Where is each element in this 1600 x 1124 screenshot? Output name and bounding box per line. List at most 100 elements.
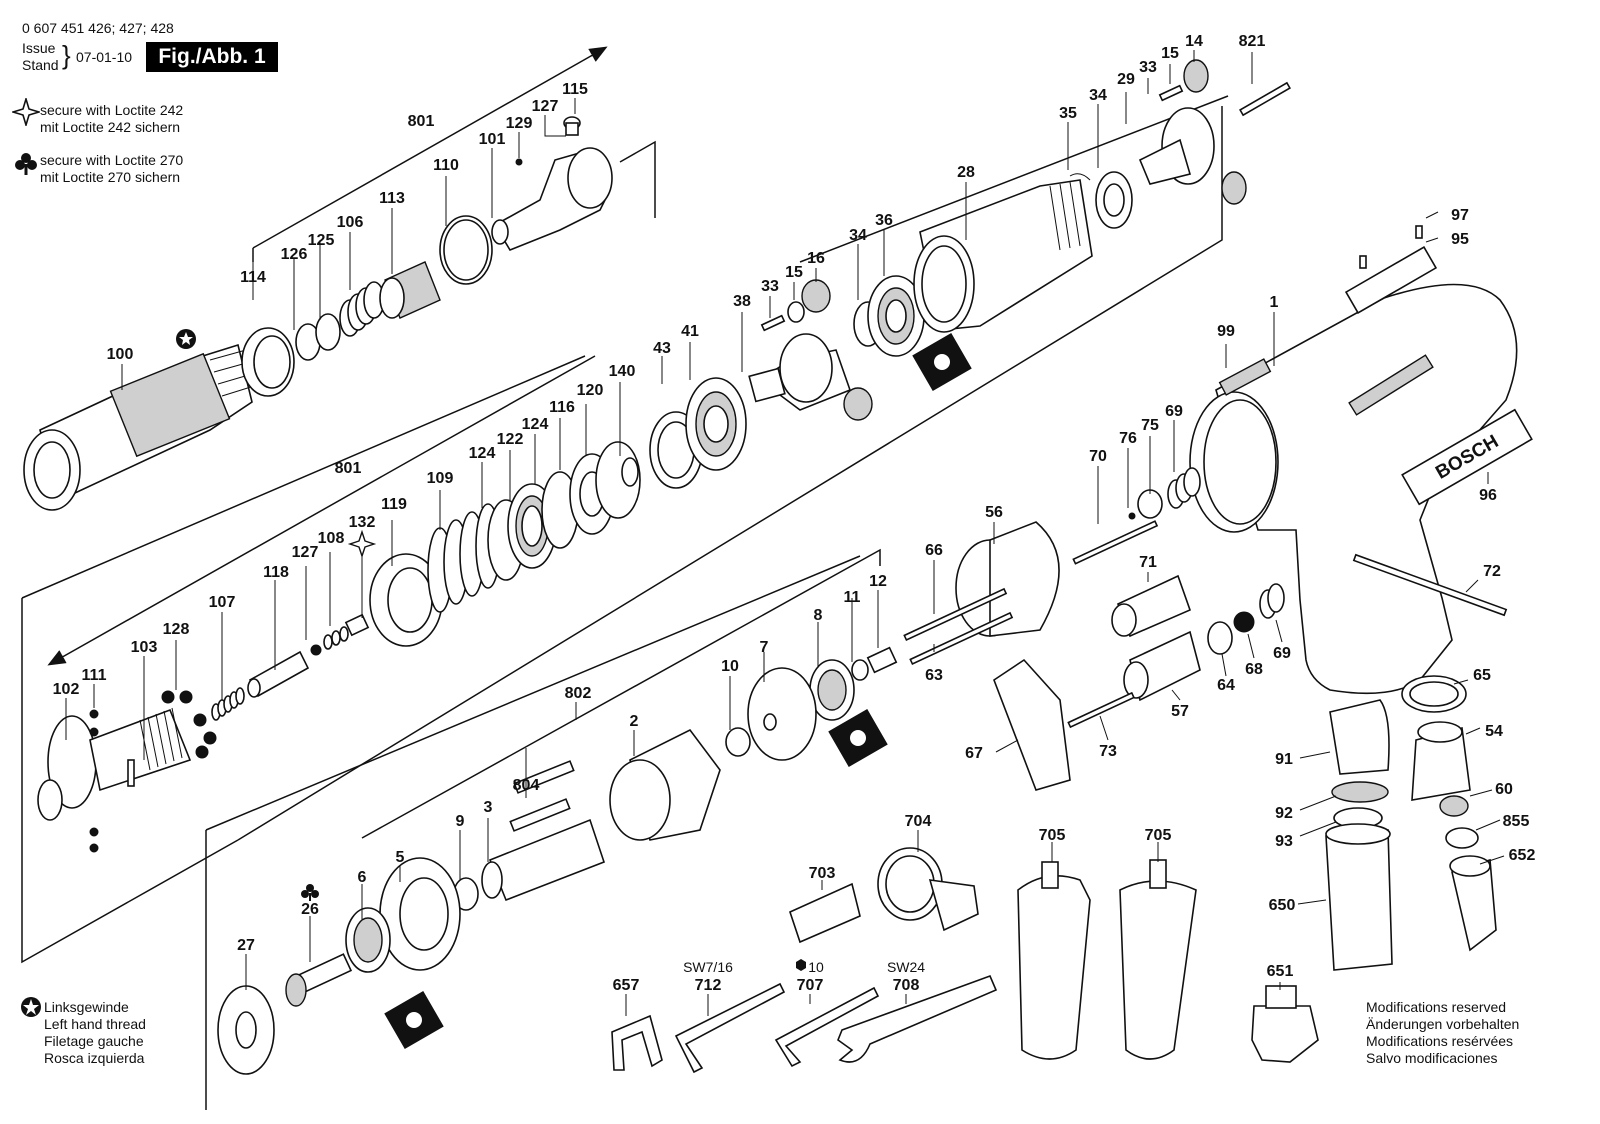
gear-15 xyxy=(787,301,805,323)
label-705b: 705 xyxy=(1145,827,1172,844)
label-92: 92 xyxy=(1275,805,1293,822)
label-821: 821 xyxy=(1239,33,1266,50)
star4-icon xyxy=(12,98,40,126)
legend-242-de: mit Loctite 242 sichern xyxy=(40,119,181,135)
label-10: 10 xyxy=(721,658,739,675)
screen-60 xyxy=(1439,795,1469,817)
left-thread-fr: Filetage gauche xyxy=(44,1033,144,1049)
carrier-29 xyxy=(1138,107,1215,185)
spindle-101 xyxy=(491,147,613,251)
label-101: 101 xyxy=(479,131,506,148)
sleeve-113 xyxy=(379,261,441,319)
label-129: 129 xyxy=(506,115,533,132)
label-33b: 33 xyxy=(1139,59,1157,76)
left-thread-star-icon xyxy=(21,997,41,1017)
label-110: 110 xyxy=(433,157,459,174)
spring-108 xyxy=(323,626,349,650)
label-69b: 69 xyxy=(1273,645,1291,662)
filter-92 xyxy=(1331,781,1389,803)
label-804: 804 xyxy=(513,777,540,794)
oring-65 xyxy=(1401,675,1467,713)
seal-icon-1 xyxy=(912,332,972,392)
legend-270-en: secure with Loctite 270 xyxy=(40,152,184,168)
label-124b: 124 xyxy=(469,445,496,462)
label-116: 116 xyxy=(549,399,575,416)
label-57: 57 xyxy=(1171,703,1189,720)
plate-5 xyxy=(379,857,461,971)
ring-110 xyxy=(439,215,493,285)
label-114: 114 xyxy=(240,269,266,286)
label-66: 66 xyxy=(925,542,943,559)
mod-fr: Modifications resérvées xyxy=(1366,1033,1514,1049)
label-801a: 801 xyxy=(408,113,435,130)
pin-118 xyxy=(247,650,310,698)
label-73: 73 xyxy=(1099,743,1117,760)
label-64: 64 xyxy=(1217,677,1235,694)
spindle-102 xyxy=(37,707,192,821)
valve-57 xyxy=(1123,630,1201,702)
ring-114 xyxy=(241,327,295,397)
label-140: 140 xyxy=(609,363,636,380)
plate-7 xyxy=(747,667,817,761)
label-801b: 801 xyxy=(335,460,362,477)
label-119: 119 xyxy=(381,496,407,513)
mod-en: Modifications reserved xyxy=(1366,999,1507,1015)
label-38: 38 xyxy=(733,293,751,310)
bush-71 xyxy=(1111,574,1192,638)
label-802: 802 xyxy=(565,685,592,702)
label-107: 107 xyxy=(209,594,236,611)
washer-34b xyxy=(1095,171,1133,229)
carrier-38 xyxy=(748,333,852,411)
label-27: 27 xyxy=(237,937,255,954)
label-2: 2 xyxy=(630,713,639,730)
spring-69b xyxy=(1259,583,1285,619)
valve-56 xyxy=(955,521,1060,637)
screw-132 xyxy=(344,613,370,637)
label-hex10: 10 xyxy=(808,959,824,975)
handle-705a xyxy=(1017,861,1091,1060)
label-652: 652 xyxy=(1509,847,1536,864)
label-109: 109 xyxy=(427,470,454,487)
plate-95 xyxy=(1344,246,1438,314)
ring-140 xyxy=(621,457,639,487)
label-43: 43 xyxy=(653,340,671,357)
label-132: 132 xyxy=(349,514,376,531)
pins-97 xyxy=(1359,225,1423,269)
ring-gear-28 xyxy=(913,179,1093,333)
issue-date: 07-01-10 xyxy=(76,49,133,65)
label-703: 703 xyxy=(809,865,836,882)
balls-128 xyxy=(161,690,217,759)
label-29: 29 xyxy=(1117,71,1135,88)
label-68: 68 xyxy=(1245,661,1263,678)
label-28: 28 xyxy=(957,164,975,181)
hex-icon xyxy=(796,959,806,971)
label-127b: 127 xyxy=(292,544,319,561)
nipple-703 xyxy=(789,882,861,944)
bearing-36 xyxy=(867,275,925,357)
label-71: 71 xyxy=(1139,554,1157,571)
left-thread-en: Left hand thread xyxy=(44,1016,146,1032)
loctite242-marker-icon xyxy=(347,529,377,559)
handle-705b xyxy=(1119,859,1197,1060)
gear-b xyxy=(1221,171,1247,205)
bearing-8 xyxy=(809,659,855,721)
label-70: 70 xyxy=(1089,448,1107,465)
legend-242-en: secure with Loctite 242 xyxy=(40,102,184,118)
gear-14 xyxy=(1183,59,1209,93)
washer-10 xyxy=(725,727,751,757)
label-76: 76 xyxy=(1119,430,1137,447)
pinion-26 xyxy=(285,953,353,1007)
label-93: 93 xyxy=(1275,833,1293,850)
gear-lower xyxy=(843,387,873,421)
label-126: 126 xyxy=(281,246,308,263)
label-8: 8 xyxy=(814,607,823,624)
issue-label: Issue xyxy=(22,40,56,56)
label-26: 26 xyxy=(301,901,319,918)
screw-115 xyxy=(563,116,581,136)
left-thread-es: Rosca izquierda xyxy=(44,1050,145,1066)
label-103: 103 xyxy=(131,639,158,656)
label-650: 650 xyxy=(1269,897,1296,914)
label-125: 125 xyxy=(308,232,335,249)
oring-64 xyxy=(1207,621,1233,655)
ring-125 xyxy=(315,313,341,351)
